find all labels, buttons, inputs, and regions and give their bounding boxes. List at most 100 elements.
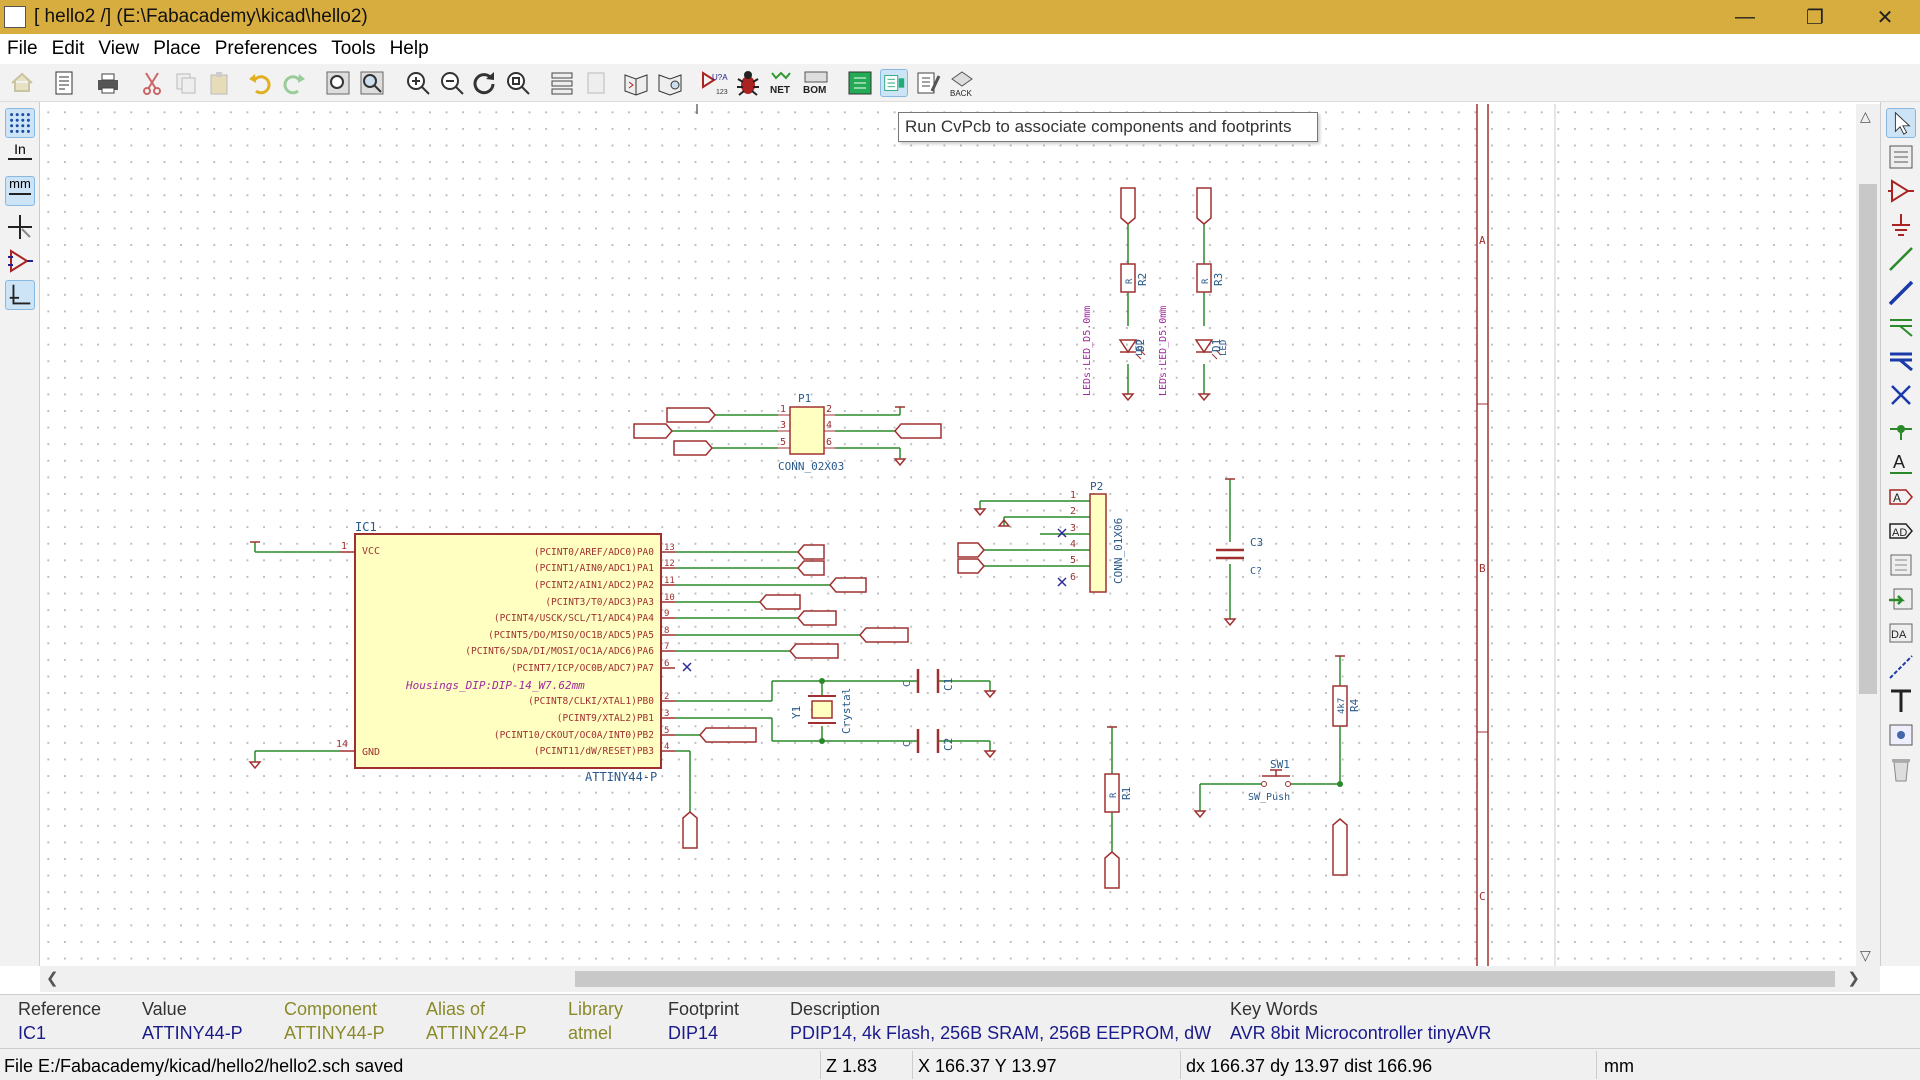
- c2-capacitor[interactable]: C C2: [902, 729, 955, 753]
- menu-edit[interactable]: Edit: [51, 38, 85, 59]
- hidden-pins-icon[interactable]: [5, 246, 35, 276]
- minimize-button[interactable]: —: [1735, 5, 1755, 28]
- place-component-icon[interactable]: [1886, 176, 1916, 206]
- p2-pin-5: 5: [1070, 555, 1076, 566]
- scroll-down-icon[interactable]: ▽: [1860, 947, 1871, 963]
- edit-fields-icon[interactable]: [914, 69, 942, 97]
- library-editor-icon[interactable]: [622, 69, 650, 97]
- schematic-canvas[interactable]: A B C IC1 ATTINY44-P Housings_DIP:DIP-14…: [40, 104, 1854, 966]
- graphic-line-icon[interactable]: [1886, 652, 1916, 682]
- image-icon[interactable]: [1886, 720, 1916, 750]
- ic1-pin-name: (PCINT7/ICP/OC0B/ADC7)PA7: [511, 663, 654, 674]
- units-mm-button[interactable]: mm: [5, 176, 35, 206]
- maximize-button[interactable]: ❐: [1806, 6, 1824, 29]
- ic1-pin-number: 2: [664, 692, 669, 702]
- menu-view[interactable]: View: [98, 38, 140, 59]
- page-settings-icon[interactable]: [50, 69, 78, 97]
- erc-bug-icon[interactable]: [734, 69, 762, 97]
- place-power-icon[interactable]: [1886, 210, 1916, 240]
- copy-icon[interactable]: [172, 69, 200, 97]
- delete-icon[interactable]: [1886, 754, 1916, 784]
- msg-label: Description: [790, 999, 881, 1019]
- d2-led[interactable]: LED D2 LEDs:LED_D5.0mm: [1082, 306, 1147, 396]
- import-sheet-pin-icon[interactable]: [1886, 584, 1916, 614]
- redo-icon[interactable]: [280, 69, 308, 97]
- r4-value: 4k7: [1337, 698, 1347, 714]
- vertical-scrollbar[interactable]: △ ▽: [1856, 104, 1880, 966]
- msg-label: Reference: [18, 999, 102, 1019]
- paste-icon[interactable]: [206, 69, 234, 97]
- refresh-icon[interactable]: [470, 69, 498, 97]
- cvpcb-icon[interactable]: [846, 69, 874, 97]
- scroll-right-icon[interactable]: ❯: [1847, 970, 1860, 987]
- no-connect-icon[interactable]: [1886, 380, 1916, 410]
- grid-toggle-icon[interactable]: [5, 108, 35, 138]
- horizontal-scrollbar[interactable]: ❮ ❯: [40, 966, 1880, 992]
- scroll-left-icon[interactable]: ❮: [46, 970, 59, 987]
- r3-resistor[interactable]: R R3: [1196, 263, 1225, 293]
- cursor-shape-icon[interactable]: [5, 212, 35, 242]
- cut-icon[interactable]: [138, 69, 166, 97]
- place-wire-icon[interactable]: [1886, 244, 1916, 274]
- bom-icon[interactable]: BOM: [802, 69, 830, 97]
- right-toolbar: A A AD DA: [1880, 102, 1920, 966]
- sheet-pin-icon[interactable]: DA: [1886, 618, 1916, 648]
- d1-led[interactable]: LED D1 LEDs:LED_D5.0mm: [1158, 306, 1229, 396]
- select-arrow-icon[interactable]: [1886, 108, 1916, 138]
- junction-icon[interactable]: [1886, 414, 1916, 444]
- msg-value: ATTINY44-P: [284, 1023, 385, 1043]
- place-bus-icon[interactable]: [1886, 278, 1916, 308]
- horizontal-scroll-thumb[interactable]: [575, 971, 1835, 987]
- leave-sheet-icon[interactable]: [582, 69, 610, 97]
- hierarchical-label-icon[interactable]: AD: [1886, 516, 1916, 546]
- p2-connector[interactable]: P2 CONN_01X06 1 2 3 4 5 6: [1070, 480, 1125, 593]
- app-icon: [4, 6, 26, 28]
- scroll-up-icon[interactable]: △: [1860, 108, 1871, 124]
- back-annotate-icon[interactable]: BACK: [948, 69, 976, 97]
- r1-resistor[interactable]: R R1: [1104, 773, 1133, 813]
- wire-bus-entry-icon[interactable]: [1886, 312, 1916, 342]
- menu-tools[interactable]: Tools: [331, 38, 376, 59]
- zoom-out-icon[interactable]: [438, 69, 466, 97]
- hierarchy-navigate-icon[interactable]: [1886, 142, 1916, 172]
- y1-crystal[interactable]: Y1 Crystal: [790, 688, 853, 734]
- find-replace-icon[interactable]: [358, 69, 386, 97]
- p1-connector[interactable]: P1 CONN_02X03 1 2 3 4 5 6: [778, 392, 844, 473]
- library-browser-icon[interactable]: [656, 69, 684, 97]
- zoom-fit-icon[interactable]: [504, 69, 532, 97]
- ic1-footprint: Housings_DIP:DIP-14_W7.62mm: [405, 679, 585, 692]
- print-icon[interactable]: [94, 69, 122, 97]
- new-sheet-icon[interactable]: [8, 69, 36, 97]
- netlist-icon[interactable]: NET: [768, 69, 796, 97]
- ic1-component[interactable]: IC1 ATTINY44-P Housings_DIP:DIP-14_W7.62…: [336, 520, 675, 784]
- vertical-scroll-thumb[interactable]: [1859, 184, 1877, 694]
- c3-capacitor[interactable]: C3 C?: [1216, 536, 1263, 577]
- c1-capacitor[interactable]: C C1: [902, 669, 955, 693]
- global-label-icon[interactable]: A: [1886, 482, 1916, 512]
- units-inch-button[interactable]: In: [5, 142, 35, 172]
- r4-resistor[interactable]: 4k7 R4: [1332, 685, 1361, 727]
- r2-resistor[interactable]: R R2: [1120, 263, 1149, 293]
- hierarchy-navigator-icon[interactable]: [548, 69, 576, 97]
- close-button[interactable]: ✕: [1876, 6, 1894, 29]
- net-label-icon[interactable]: A: [1886, 448, 1916, 478]
- find-icon[interactable]: [324, 69, 352, 97]
- ic1-pin-number: 8: [664, 626, 669, 636]
- text-icon[interactable]: [1886, 686, 1916, 716]
- menu-file[interactable]: File: [7, 38, 38, 59]
- zoom-in-icon[interactable]: [404, 69, 432, 97]
- menu-place[interactable]: Place: [153, 38, 201, 59]
- assign-footprints-icon[interactable]: [880, 69, 908, 97]
- netlist-text: NET: [770, 85, 790, 96]
- bus-bus-entry-icon[interactable]: [1886, 346, 1916, 376]
- undo-icon[interactable]: [246, 69, 274, 97]
- orthogonal-wires-icon[interactable]: [5, 280, 35, 310]
- sw1-switch[interactable]: SW1 SW_Push: [1248, 758, 1291, 803]
- status-delta: dx 166.37 dy 13.97 dist 166.96: [1186, 1056, 1433, 1076]
- menu-preferences[interactable]: Preferences: [214, 38, 318, 59]
- menu-help[interactable]: Help: [389, 38, 429, 59]
- hierarchical-sheet-icon[interactable]: [1886, 550, 1916, 580]
